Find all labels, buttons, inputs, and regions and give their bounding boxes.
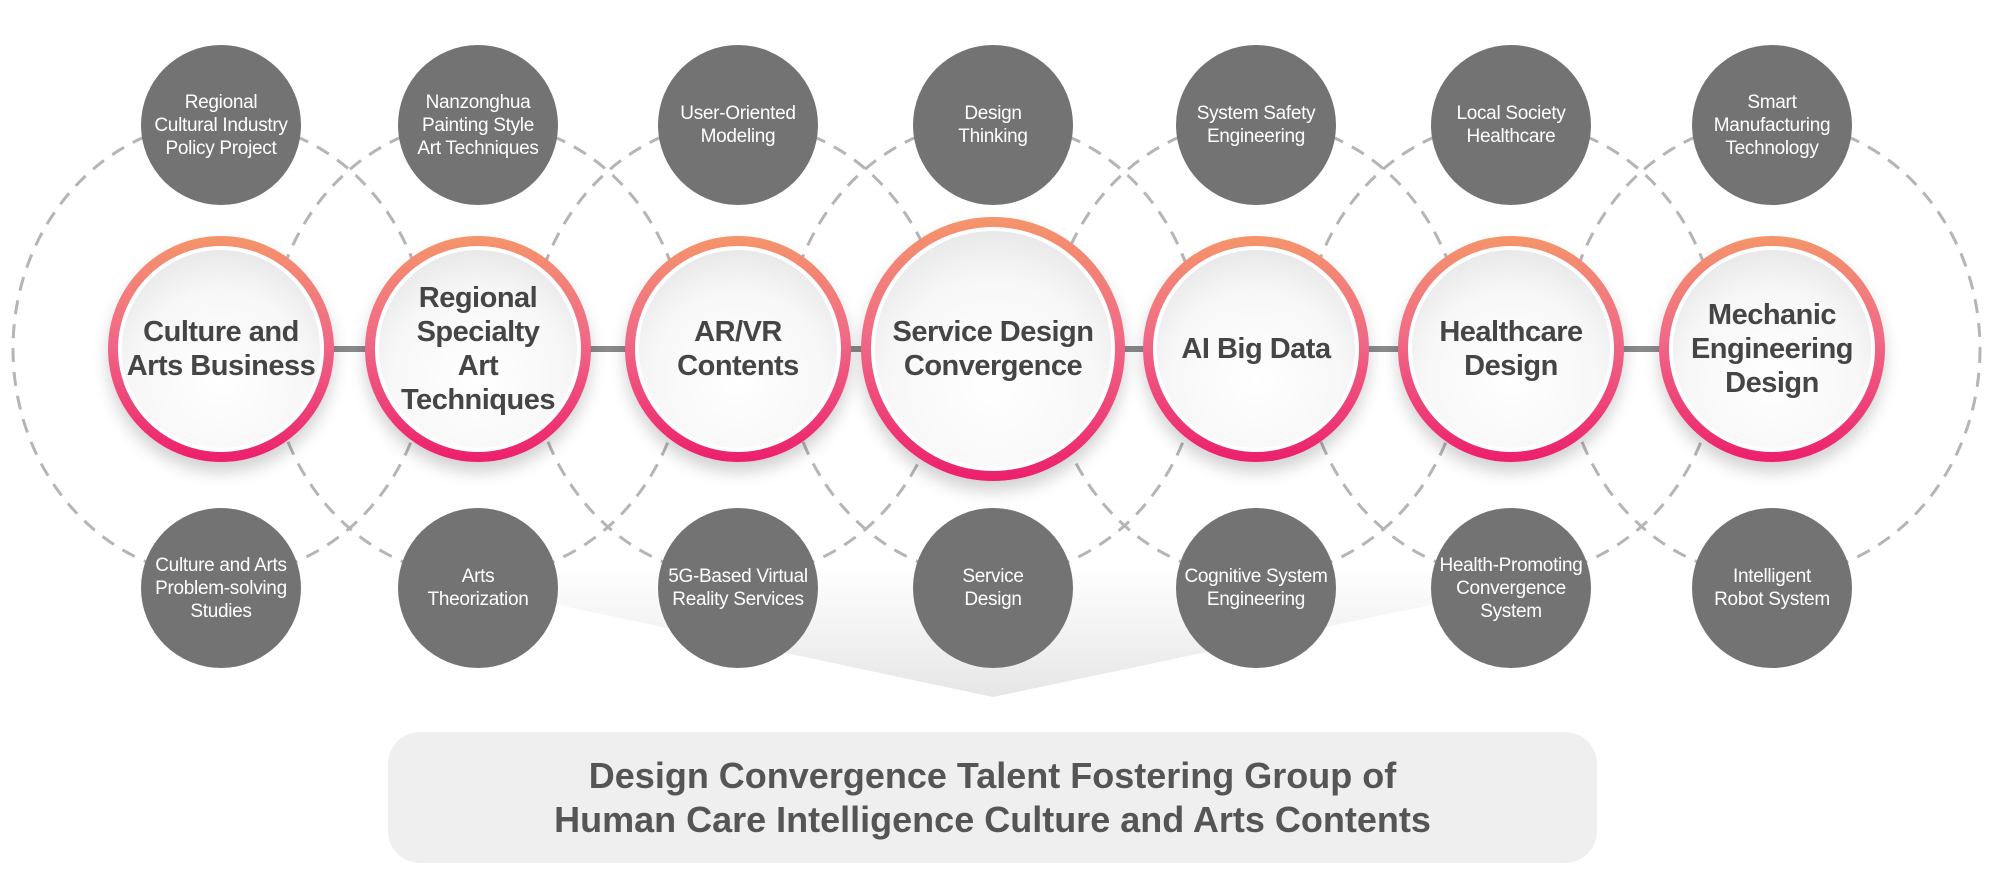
main-field-label: Mechanic Engineering Design	[1690, 299, 1854, 399]
subfield-label: Health-Promoting Convergence System	[1439, 554, 1583, 622]
main-field-label: AR/VR Contents	[677, 316, 799, 382]
subfield-label: Local Society Healthcare	[1456, 103, 1566, 147]
main-field-node: Service Design Convergence	[861, 217, 1125, 481]
main-field-node: Mechanic Engineering Design	[1659, 236, 1885, 462]
group-title-line-1: Design Convergence Talent Fostering Grou…	[588, 754, 1397, 796]
subfield-label: Smart Manufacturing Technology	[1713, 91, 1831, 159]
main-field-node: Culture and Arts Business	[108, 236, 334, 462]
top-subfield-circle: Nanzonghua Painting Style Art Techniques	[398, 45, 558, 205]
main-field-node: AI Big Data	[1143, 236, 1369, 462]
top-subfield-circle: Smart Manufacturing Technology	[1692, 45, 1852, 205]
subfield-label: Intelligent Robot System	[1714, 566, 1830, 610]
connector-line	[1256, 346, 1511, 352]
subfield-label: Design Thinking	[958, 103, 1028, 147]
main-field-label: Healthcare Design	[1439, 316, 1583, 382]
main-field-label: AI Big Data	[1181, 333, 1331, 365]
bottom-subfield-circle: Health-Promoting Convergence System	[1431, 508, 1591, 668]
subfield-label: 5G-Based Virtual Reality Services	[668, 566, 808, 610]
subfield-label: User-Oriented Modeling	[680, 103, 796, 147]
main-field-label: Culture and Arts Business	[126, 316, 316, 382]
subfield-label: Service Design	[962, 566, 1024, 610]
main-field-node: Healthcare Design	[1398, 236, 1624, 462]
bottom-subfield-circle: 5G-Based Virtual Reality Services	[658, 508, 818, 668]
main-field-label: Service Design Convergence	[892, 316, 1094, 382]
bottom-subfield-circle: Service Design	[913, 508, 1073, 668]
bottom-subfield-circle: Cognitive System Engineering	[1176, 508, 1336, 668]
subfield-label: Arts Theorization	[427, 566, 529, 610]
connector-line	[478, 346, 738, 352]
bottom-subfield-circle: Culture and Arts Problem-solving Studies	[141, 508, 301, 668]
subfield-label: System Safety Engineering	[1196, 103, 1316, 147]
subfield-label: Cognitive System Engineering	[1184, 566, 1328, 610]
main-field-node: Regional Specialty Art Techniques	[365, 236, 591, 462]
main-field-node: AR/VR Contents	[625, 236, 851, 462]
connector-line	[221, 346, 478, 352]
top-subfield-circle: Local Society Healthcare	[1431, 45, 1591, 205]
top-subfield-circle: Design Thinking	[913, 45, 1073, 205]
main-field-label: Regional Specialty Art Techniques	[401, 282, 556, 416]
top-subfield-circle: Regional Cultural Industry Policy Projec…	[141, 45, 301, 205]
bottom-subfield-circle: Intelligent Robot System	[1692, 508, 1852, 668]
top-subfield-circle: User-Oriented Modeling	[658, 45, 818, 205]
group-title-box: Design Convergence Talent Fostering Grou…	[388, 732, 1597, 863]
subfield-label: Regional Cultural Industry Policy Projec…	[154, 91, 288, 159]
subfield-label: Culture and Arts Problem-solving Studies	[155, 554, 287, 622]
top-subfield-circle: System Safety Engineering	[1176, 45, 1336, 205]
connector-line	[1511, 346, 1772, 352]
group-title-line-2: Human Care Intelligence Culture and Arts…	[554, 798, 1431, 840]
bottom-subfield-circle: Arts Theorization	[398, 508, 558, 668]
subfield-label: Nanzonghua Painting Style Art Techniques	[417, 91, 539, 159]
